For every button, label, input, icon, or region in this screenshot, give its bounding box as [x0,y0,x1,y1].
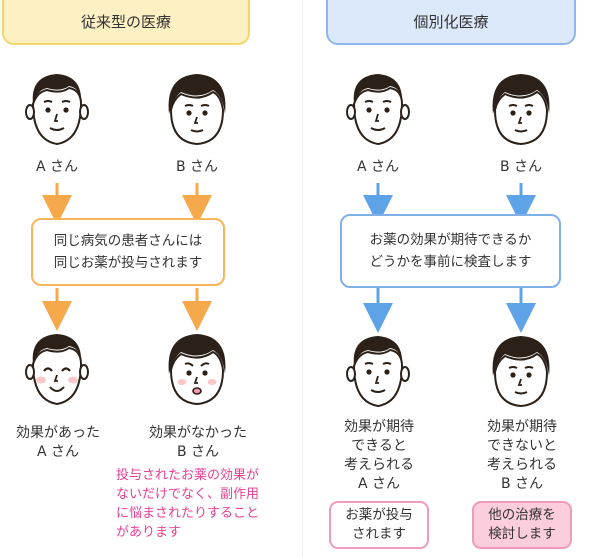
right-patient-b-label: B さん [499,159,543,175]
patient-a-happy-face-icon [17,326,97,412]
personalized-medicine-header: 個別化医療 [326,0,576,45]
left-result-b-line1: 効果がなかった [149,425,247,441]
right-result-a: 効果が期待 できると 考えられる A さん [329,418,429,494]
patient-a-face-icon [17,66,97,152]
other-treatment-box: 他の治療を 検討します [472,501,572,549]
right-result-a-line: 効果が期待 [344,419,414,435]
pre-test-box: お薬の効果が期待できるか どうかを事前に検査します [340,214,561,288]
right-patient-a-label: A さん [356,159,400,175]
right-result-b-line: 効果が期待 [487,419,557,435]
center-divider [302,0,303,557]
side-effect-note: 投与されたお薬の効果が ないだけでなく、副作用 に悩まされたりすること がありま… [116,468,260,540]
right-result-a-line: できると [351,438,407,454]
left-result-a-line2: A さん [36,444,80,460]
left-result-b-line2: B さん [176,444,220,460]
right-result-b-line: 考えられる [487,457,557,473]
right-result-a-line: 考えられる [344,457,414,473]
right-result-a-line: A さん [357,476,401,492]
left-result-a: 効果があった A さん [2,424,114,462]
left-result-a-line1: 効果があった [16,425,100,441]
right-result-b-line: できないと [487,438,557,454]
right-result-b-line: B さん [500,476,544,492]
drug-administered-box: お薬が投与 されます [329,501,429,549]
right-patient-b-face2-icon [481,328,561,414]
left-patient-b-label: B さん [175,159,219,175]
conventional-medicine-header: 従来型の医療 [2,0,250,45]
left-patient-a-label: A さん [35,159,79,175]
right-patient-a-face2-icon [338,328,418,414]
same-drug-box: 同じ病気の患者さんには 同じお薬が投与されます [31,218,225,286]
right-patient-b-face-icon [481,66,561,152]
right-patient-a-face-icon [338,66,418,152]
left-result-b: 効果がなかった B さん [137,424,259,462]
patient-b-face-icon [157,66,237,152]
patient-b-sad-face-icon [157,326,237,412]
right-result-b: 効果が期待 できないと 考えられる B さん [472,418,572,494]
